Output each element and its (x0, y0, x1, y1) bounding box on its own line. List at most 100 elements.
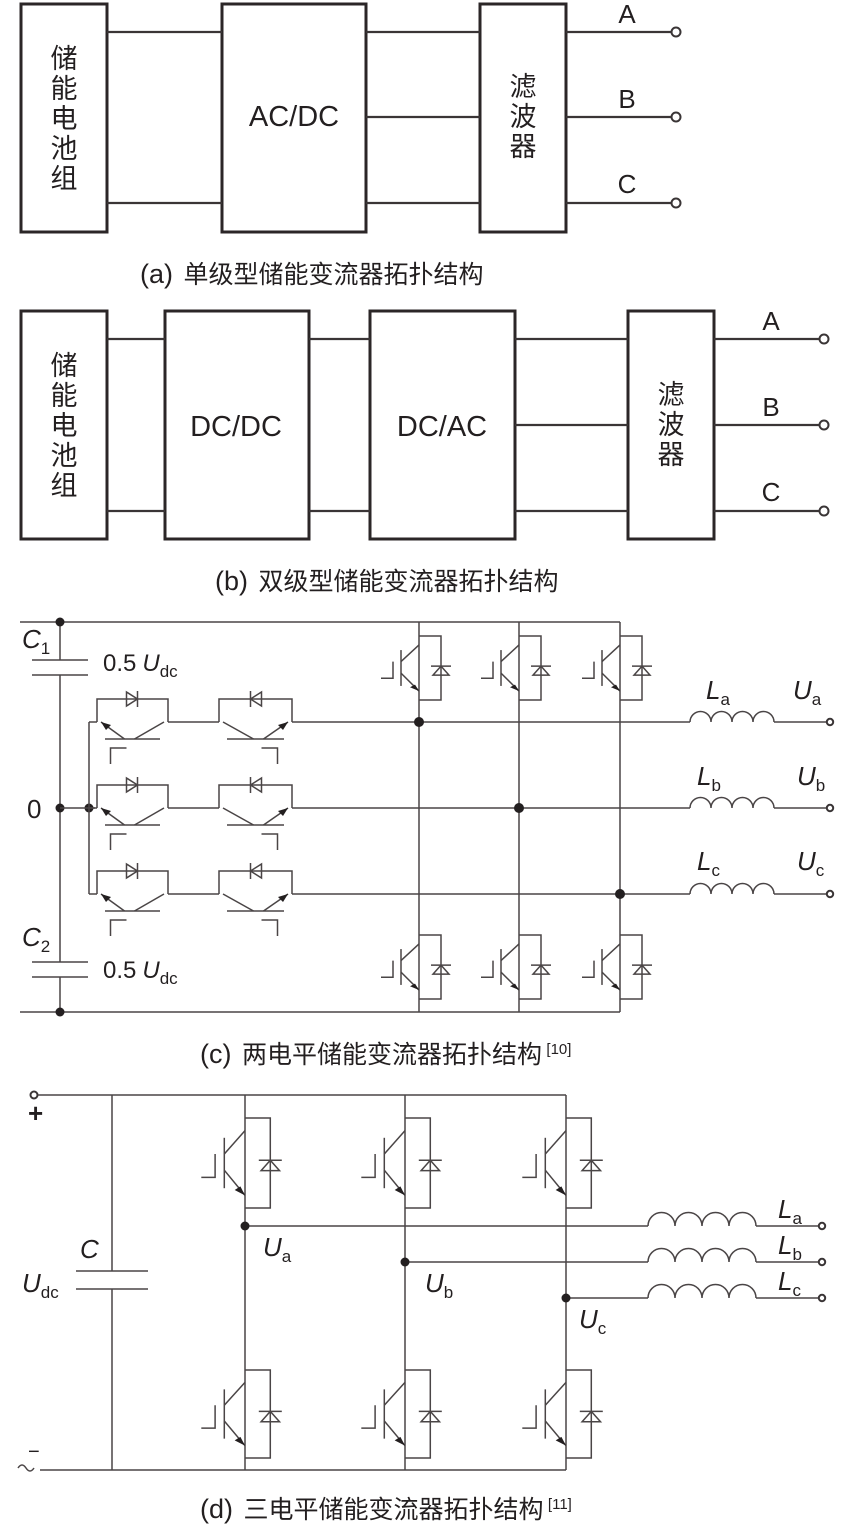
caption-c-text: 两电平储能变流器拓扑结构 (242, 1040, 542, 1069)
diode-icon (431, 664, 451, 676)
igbt-switch (481, 934, 551, 1000)
igbt-collector (134, 893, 165, 912)
igbt-switch (201, 1117, 282, 1209)
emitter-arrow-icon (410, 983, 419, 991)
junction-dot (400, 1257, 410, 1267)
terminal-b (818, 419, 830, 431)
battery-block-a (19, 2, 109, 234)
inductor-label-c: Lc (778, 1266, 801, 1300)
capacitor-label: C (80, 1234, 99, 1264)
dcac-block (368, 309, 517, 541)
inductor-subscript: b (792, 1245, 801, 1264)
voltage-symbol: U (425, 1268, 444, 1298)
voltage-symbol: U (579, 1304, 598, 1334)
igbt-switch (522, 1117, 603, 1209)
voltage-subscript: b (816, 776, 825, 795)
voltage-symbol: U (797, 761, 816, 791)
emitter-arrow-icon (394, 1186, 405, 1196)
caption-a-prefix: (a) (140, 259, 173, 289)
emitter-arrow-icon (555, 1186, 566, 1196)
inductor (647, 1211, 827, 1231)
filter-block-b (626, 309, 716, 541)
voltage-symbol: U (22, 1268, 41, 1298)
node-label-b: Ub (425, 1268, 453, 1302)
negative-terminal (17, 1464, 35, 1472)
igbt-gate (109, 747, 127, 764)
inductor-symbol: L (697, 761, 711, 791)
igbt-gate (109, 833, 127, 850)
voltage-symbol: U (142, 957, 160, 984)
igbt-gate (361, 1405, 376, 1429)
terminal-c (818, 505, 830, 517)
filter-label-char: 波 (510, 102, 537, 133)
acdc-block-a (220, 2, 368, 234)
igbt-gate (522, 1154, 537, 1179)
battery-label-char: 电 (51, 411, 78, 442)
igbt-collector (500, 644, 520, 663)
diode-icon (249, 776, 263, 794)
igbt-gate (481, 661, 494, 679)
diode-loop (245, 1369, 272, 1459)
inductor (689, 710, 835, 727)
voltage-subscript: dc (160, 662, 178, 681)
diode-icon (259, 1410, 282, 1423)
igbt-switch (481, 635, 551, 701)
filter-block-a (478, 2, 568, 234)
diode-loop (620, 934, 643, 1000)
emitter-arrow-icon (394, 1436, 405, 1446)
battery-label-char: 储 (51, 351, 78, 382)
diode-icon (419, 1410, 442, 1423)
diode-icon (125, 862, 139, 880)
igbt-collector (500, 943, 520, 962)
battery-label-char: 组 (51, 164, 78, 195)
igbt-collector (544, 1381, 567, 1406)
diode-icon (531, 664, 551, 676)
emitter-arrow-icon (101, 808, 111, 816)
junction-dot (561, 1293, 571, 1303)
dcdc-label: DC/DC (190, 411, 282, 443)
caption-a-text: 单级型储能变流器拓扑结构 (183, 260, 483, 289)
c1-label: C1 (22, 624, 50, 658)
inductor-subscript: c (711, 861, 720, 880)
igbt-switch (381, 635, 451, 701)
igbt-gate (582, 661, 595, 679)
inductor-subscript: b (711, 776, 720, 795)
voltage-symbol: U (263, 1232, 282, 1262)
filter-label-char: 滤 (658, 380, 685, 411)
caption-d-text: 三电平储能变流器拓扑结构 (243, 1495, 543, 1524)
voltage-symbol: U (797, 846, 816, 876)
c2-symbol: C (22, 922, 41, 952)
voltage-subscript: a (812, 690, 822, 709)
node-label-a: Ua (263, 1232, 292, 1266)
junction-dot (55, 1007, 65, 1017)
igbt-gate (109, 919, 127, 936)
diode-icon (632, 963, 652, 975)
igbt-collector (544, 1130, 567, 1155)
output-label-c: C (618, 169, 637, 199)
emitter-arrow-icon (555, 1436, 566, 1446)
inductor-symbol: L (697, 846, 711, 876)
diode-loop (405, 1117, 432, 1209)
bidirectional-switch (218, 690, 293, 764)
plus-label: + (28, 1098, 43, 1128)
bidirectional-switch (96, 862, 169, 936)
emitter-arrow-icon (101, 894, 111, 902)
inductor (647, 1283, 827, 1303)
caption-d: (d) 三电平储能变流器拓扑结构 [11] (200, 1494, 572, 1524)
inductor-symbol: L (778, 1194, 792, 1224)
igbt-gate (522, 1405, 537, 1429)
emitter-arrow-icon (611, 684, 620, 692)
diode-icon (632, 664, 652, 676)
caption-d-ref: [11] (548, 1496, 572, 1513)
emitter-arrow-icon (101, 722, 111, 730)
c2-subscript: 2 (41, 937, 50, 956)
output-voltage-label-c: Uc (797, 846, 825, 880)
igbt-switch (361, 1369, 442, 1459)
inductor-subscript: a (720, 690, 730, 709)
igbt-gate (481, 960, 494, 978)
junction-dot (414, 717, 424, 727)
voltage-subscript: b (444, 1283, 453, 1302)
inductor-label-b: Lb (778, 1230, 802, 1264)
